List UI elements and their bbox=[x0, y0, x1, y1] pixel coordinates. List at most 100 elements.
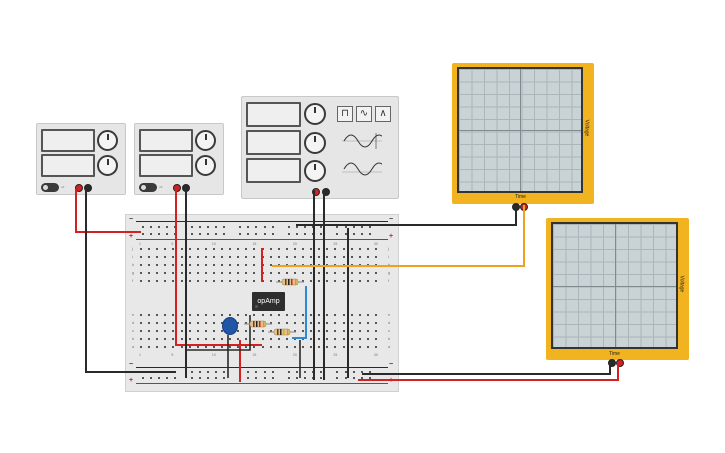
breadboard-hole[interactable] bbox=[237, 338, 240, 340]
breadboard-hole[interactable] bbox=[229, 338, 232, 340]
breadboard-hole[interactable] bbox=[140, 256, 142, 258]
breadboard-hole[interactable] bbox=[263, 233, 266, 235]
breadboard-hole[interactable] bbox=[342, 330, 345, 332]
breadboard-hole[interactable] bbox=[196, 280, 199, 282]
breadboard-hole[interactable] bbox=[166, 226, 169, 228]
breadboard-hole[interactable] bbox=[172, 272, 175, 274]
breadboard-hole[interactable] bbox=[148, 280, 151, 282]
breadboard-hole[interactable] bbox=[358, 256, 361, 258]
breadboard-hole[interactable] bbox=[310, 314, 313, 316]
current-knob[interactable] bbox=[195, 155, 216, 176]
breadboard-hole[interactable] bbox=[172, 322, 175, 324]
breadboard-hole[interactable] bbox=[318, 280, 321, 282]
breadboard-hole[interactable] bbox=[148, 248, 151, 250]
breadboard-hole[interactable] bbox=[229, 280, 232, 282]
breadboard-hole[interactable] bbox=[172, 248, 175, 250]
breadboard-hole[interactable] bbox=[350, 346, 353, 348]
breadboard-hole[interactable] bbox=[156, 272, 159, 274]
breadboard-hole[interactable] bbox=[269, 264, 272, 266]
breadboard-hole[interactable] bbox=[166, 233, 169, 235]
breadboard-hole[interactable] bbox=[269, 256, 272, 258]
breadboard-hole[interactable] bbox=[188, 272, 191, 274]
breadboard-hole[interactable] bbox=[245, 256, 248, 258]
breadboard-hole[interactable] bbox=[269, 272, 272, 274]
breadboard-hole[interactable] bbox=[285, 272, 288, 274]
breadboard-hole[interactable] bbox=[293, 272, 296, 274]
breadboard-hole[interactable] bbox=[229, 272, 232, 274]
breadboard-hole[interactable] bbox=[212, 264, 215, 266]
breadboard-hole[interactable] bbox=[366, 272, 369, 274]
breadboard-hole[interactable] bbox=[206, 377, 209, 379]
breadboard-hole[interactable] bbox=[245, 322, 248, 324]
breadboard-hole[interactable] bbox=[140, 338, 142, 340]
breadboard-hole[interactable] bbox=[196, 314, 199, 316]
breadboard-hole[interactable] bbox=[164, 314, 167, 316]
breadboard-hole[interactable] bbox=[360, 377, 363, 379]
breadboard-hole[interactable] bbox=[342, 314, 345, 316]
breadboard-hole[interactable] bbox=[196, 322, 199, 324]
breadboard-hole[interactable] bbox=[156, 346, 159, 348]
breadboard-hole[interactable] bbox=[142, 226, 144, 228]
breadboard-hole[interactable] bbox=[374, 314, 377, 316]
breadboard-hole[interactable] bbox=[358, 330, 361, 332]
breadboard-hole[interactable] bbox=[326, 322, 329, 324]
breadboard-hole[interactable] bbox=[190, 377, 193, 379]
breadboard-hole[interactable] bbox=[196, 346, 199, 348]
breadboard-hole[interactable] bbox=[245, 314, 248, 316]
positive-terminal[interactable] bbox=[75, 184, 83, 192]
breadboard-hole[interactable] bbox=[360, 233, 363, 235]
breadboard-hole[interactable] bbox=[140, 322, 142, 324]
breadboard-hole[interactable] bbox=[196, 330, 199, 332]
breadboard-hole[interactable] bbox=[366, 314, 369, 316]
breadboard-hole[interactable] bbox=[366, 280, 369, 282]
breadboard-hole[interactable] bbox=[310, 280, 313, 282]
breadboard-hole[interactable] bbox=[229, 256, 232, 258]
breadboard-hole[interactable] bbox=[172, 264, 175, 266]
function-generator[interactable]: ⊓ ∿ ∧ bbox=[241, 96, 399, 199]
breadboard-hole[interactable] bbox=[358, 272, 361, 274]
breadboard-hole[interactable] bbox=[358, 314, 361, 316]
breadboard-hole[interactable] bbox=[188, 256, 191, 258]
breadboard-hole[interactable] bbox=[142, 233, 144, 235]
breadboard-hole[interactable] bbox=[198, 226, 201, 228]
breadboard-hole[interactable] bbox=[293, 330, 296, 332]
breadboard-hole[interactable] bbox=[221, 338, 223, 340]
breadboard-hole[interactable] bbox=[342, 256, 345, 258]
breadboard-hole[interactable] bbox=[237, 248, 240, 250]
breadboard-hole[interactable] bbox=[237, 280, 240, 282]
breadboard-hole[interactable] bbox=[295, 371, 298, 373]
breadboard-hole[interactable] bbox=[366, 346, 369, 348]
breadboard-hole[interactable] bbox=[304, 226, 306, 228]
breadboard-hole[interactable] bbox=[277, 338, 280, 340]
breadboard-hole[interactable] bbox=[277, 280, 280, 282]
breadboard-hole[interactable] bbox=[253, 338, 256, 340]
breadboard-hole[interactable] bbox=[263, 371, 266, 373]
power-supply-2[interactable]: off bbox=[134, 123, 224, 195]
breadboard-hole[interactable] bbox=[271, 233, 274, 235]
breadboard-hole[interactable] bbox=[285, 248, 288, 250]
breadboard-hole[interactable] bbox=[164, 322, 167, 324]
breadboard-hole[interactable] bbox=[302, 280, 304, 282]
breadboard-hole[interactable] bbox=[342, 248, 345, 250]
breadboard-hole[interactable] bbox=[352, 371, 355, 373]
breadboard-hole[interactable] bbox=[196, 272, 199, 274]
breadboard-hole[interactable] bbox=[190, 371, 193, 373]
capacitor[interactable] bbox=[222, 317, 238, 335]
breadboard-hole[interactable] bbox=[342, 322, 345, 324]
breadboard-hole[interactable] bbox=[366, 248, 369, 250]
breadboard-hole[interactable] bbox=[221, 272, 223, 274]
breadboard-hole[interactable] bbox=[198, 233, 201, 235]
breadboard-hole[interactable] bbox=[229, 248, 232, 250]
breadboard-hole[interactable] bbox=[374, 322, 377, 324]
breadboard-hole[interactable] bbox=[326, 314, 329, 316]
breadboard-hole[interactable] bbox=[326, 338, 329, 340]
frequency-knob[interactable] bbox=[304, 103, 326, 125]
breadboard-hole[interactable] bbox=[245, 346, 248, 348]
square-wave-icon[interactable]: ⊓ bbox=[337, 106, 353, 122]
breadboard-hole[interactable] bbox=[223, 377, 225, 379]
breadboard-hole[interactable] bbox=[198, 371, 201, 373]
breadboard-hole[interactable] bbox=[302, 314, 304, 316]
breadboard-hole[interactable] bbox=[148, 272, 151, 274]
breadboard-hole[interactable] bbox=[271, 371, 274, 373]
breadboard-hole[interactable] bbox=[212, 280, 215, 282]
